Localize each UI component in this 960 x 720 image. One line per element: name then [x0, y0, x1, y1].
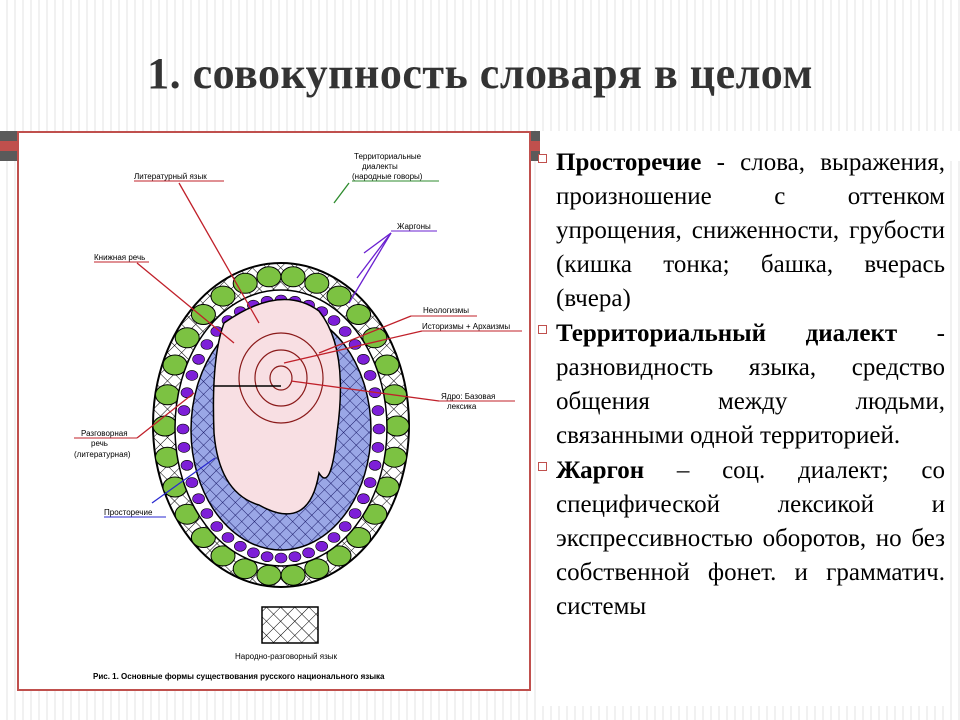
- definition-territorial-dialect: Территориальный диалект - разновидность …: [538, 317, 945, 453]
- label-territorial-3: (народные говоры): [352, 172, 423, 181]
- dialect-blob: [210, 285, 236, 307]
- jargon-dot: [371, 442, 385, 453]
- jargon-dot: [192, 354, 205, 365]
- leader-lines-green: [333, 182, 350, 204]
- jargon-dot: [371, 405, 385, 416]
- label-vernacular: Просторечие: [104, 508, 153, 517]
- jargon-dot: [288, 551, 302, 563]
- label-territorial: Территориальные: [354, 152, 422, 161]
- dialect-blob: [190, 304, 216, 325]
- body-territorial-dialect: - разновидность языка, средство общения …: [556, 320, 945, 449]
- label-jargons: Жаргоны: [397, 222, 431, 231]
- figure-caption: Рис. 1. Основные формы существования рус…: [93, 672, 385, 681]
- literary-core: [212, 298, 342, 515]
- legend-swatch: [261, 606, 319, 644]
- jargon-dot: [338, 521, 352, 532]
- dialect-blob: [174, 327, 200, 349]
- dialect-blob: [326, 545, 352, 567]
- jargon-dot: [372, 423, 386, 435]
- jargon-dot: [185, 370, 199, 381]
- jargon-dot: [357, 354, 370, 365]
- label-literary: Литературный язык: [134, 172, 207, 181]
- jargon-dot: [327, 532, 341, 543]
- legend-label: Народно-разговорный язык: [235, 652, 337, 661]
- dialect-blob: [326, 285, 352, 307]
- body-jargon: – соц. диалект; со специфической лексико…: [556, 457, 945, 620]
- term-vernacular: Просторечие: [556, 149, 702, 176]
- jargon-dot: [177, 442, 191, 453]
- label-colloquial: Разговорная: [81, 429, 128, 438]
- dialect-blob: [155, 384, 180, 406]
- jargon-dot: [192, 493, 205, 505]
- core-ring: [269, 365, 293, 391]
- label-core: Ядро: Базовая: [441, 392, 495, 401]
- jargon-dot: [348, 508, 362, 519]
- slide-title: 1. совокупность словаря в целом: [147, 49, 813, 98]
- label-bookish: Книжная речь: [94, 253, 145, 262]
- label-colloquial-3: (литературная): [74, 450, 131, 459]
- jargon-dot: [327, 315, 341, 326]
- definition-vernacular: Просторечие - слова, выражения, произнош…: [538, 146, 945, 316]
- jargon-dot: [200, 339, 214, 350]
- jargon-dot: [210, 521, 224, 532]
- label-historisms: Историзмы + Архаизмы: [422, 322, 510, 331]
- definition-jargon: Жаргон – соц. диалект; со специфической …: [538, 454, 945, 624]
- dialect-blob: [384, 415, 410, 437]
- jargon-dot: [315, 540, 329, 552]
- dialect-blob: [256, 564, 282, 586]
- history-ring: [254, 349, 308, 407]
- jargon-dot: [338, 326, 352, 337]
- dialect-blob: [280, 266, 306, 288]
- jargon-dot: [363, 477, 377, 488]
- jargon-dot: [357, 493, 370, 505]
- jargon-dot: [176, 423, 190, 435]
- jargon-dot: [274, 552, 288, 564]
- jargon-dot: [247, 547, 260, 559]
- dialect-blob: [210, 545, 236, 567]
- jargon-dots: [176, 294, 386, 564]
- dialect-blob: [152, 415, 178, 437]
- territorial-dialects-blobs: [152, 266, 410, 586]
- dialect-blob: [190, 527, 216, 548]
- label-neologisms: Неологизмы: [423, 306, 469, 315]
- leader-lines-red: [136, 182, 440, 439]
- neologism-ring: [238, 332, 324, 424]
- dialect-blob: [304, 272, 330, 294]
- dialect-blob: [346, 304, 372, 325]
- term-territorial-dialect: Территориальный диалект: [556, 320, 898, 347]
- jargon-dot: [363, 370, 377, 381]
- leader-lines-blue: [151, 457, 216, 504]
- label-territorial-2: диалекты: [362, 162, 398, 171]
- jargon-dot: [302, 547, 315, 559]
- jargon-dot: [260, 551, 274, 563]
- jargon-dot: [200, 508, 214, 519]
- jargon-dot: [180, 387, 194, 399]
- body-vernacular: - слова, выражения, произношение с оттен…: [556, 149, 945, 312]
- dialect-blob: [280, 564, 306, 586]
- dialect-blob: [256, 266, 282, 288]
- jargon-dot: [221, 532, 235, 543]
- label-core-2: лексика: [447, 402, 477, 411]
- label-colloquial-2: речь: [91, 439, 108, 448]
- leader-lines-purple: [348, 232, 392, 304]
- language-forms-diagram: Территориальные диалекты (народные говор…: [74, 152, 522, 681]
- jargon-dot: [234, 540, 247, 552]
- jargon-dot: [368, 459, 382, 471]
- definitions-panel: Просторечие - слова, выражения, произнош…: [538, 146, 945, 706]
- dialect-blob: [346, 527, 372, 548]
- jargon-dot: [177, 405, 191, 416]
- diagram-figure: Территориальные диалекты (народные говор…: [17, 131, 531, 691]
- term-jargon: Жаргон: [556, 457, 645, 484]
- jargon-dot: [180, 459, 194, 471]
- jargon-dot: [185, 477, 199, 488]
